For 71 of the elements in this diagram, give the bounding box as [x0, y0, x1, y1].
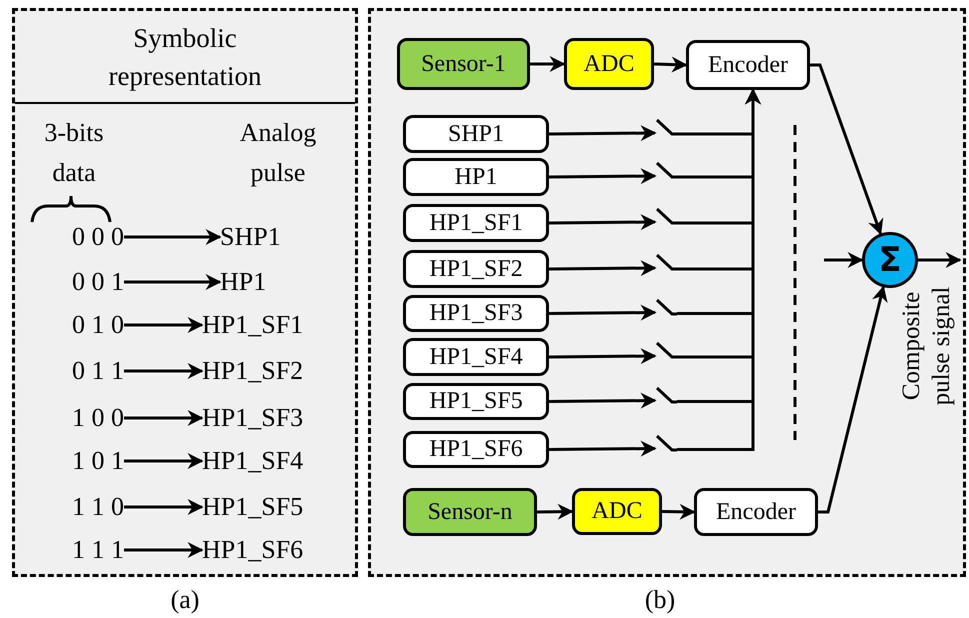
- switch-symbol: [655, 386, 677, 404]
- pulse-box: HP1_SF5: [403, 383, 549, 420]
- pulse-name: HP1_SF5: [202, 490, 304, 524]
- arrow: [124, 499, 204, 515]
- panel-caption: (a): [170, 584, 200, 616]
- arrow: [918, 252, 962, 268]
- arrow: [124, 363, 204, 379]
- arrow: [824, 252, 864, 268]
- arrow: [548, 304, 657, 321]
- arrow: [548, 125, 657, 142]
- arrow: [810, 64, 884, 236]
- arrow: [548, 260, 657, 276]
- arrow: [548, 392, 657, 409]
- dashed-panel: [12, 8, 358, 577]
- pulse-name: HP1_SF3: [202, 401, 304, 435]
- arrow: [124, 542, 204, 558]
- switch-symbol: [655, 298, 677, 316]
- arrow: [548, 214, 657, 230]
- panel-caption: (b): [644, 584, 676, 616]
- arrow: [536, 504, 574, 520]
- switch-symbol: [655, 161, 677, 179]
- bit-code: 1 0 0: [72, 401, 124, 435]
- arrow: [124, 317, 204, 333]
- pulse-box: HP1_SF2: [403, 250, 549, 288]
- arrow: [124, 274, 222, 290]
- arrow: [662, 504, 696, 520]
- pulse-name: HP1_SF6: [202, 533, 304, 567]
- sensor-box: Sensor-n: [403, 488, 537, 536]
- pulse-box: SHP1: [403, 115, 549, 153]
- switch-symbol: [655, 118, 677, 136]
- pulse-name: HP1: [220, 265, 266, 299]
- pulse-name: HP1_SF1: [202, 308, 304, 342]
- arrow: [548, 348, 657, 364]
- pulse-name: SHP1: [220, 220, 281, 254]
- pulse-box: HP1_SF3: [403, 295, 549, 332]
- arrow: [530, 56, 566, 72]
- bit-code: 0 1 1: [72, 354, 124, 388]
- bit-code: 0 0 0: [72, 220, 124, 254]
- column-heading: Analog pulse: [238, 117, 318, 189]
- pulse-box: HP1_SF4: [403, 338, 549, 376]
- adc-box: ADC: [564, 38, 654, 90]
- arrow: [124, 410, 204, 426]
- output-label: Composite pulse signal: [897, 286, 956, 408]
- panel-heading: Symbolic representation: [15, 11, 355, 104]
- pulse-box: HP1_SF1: [403, 204, 549, 242]
- sensor-box: Sensor-1: [397, 38, 530, 90]
- pulse-box: HP1_SF6: [403, 431, 549, 468]
- switch-symbol: [655, 341, 677, 359]
- switch-symbol: [655, 434, 677, 452]
- summing-junction: Σ: [862, 232, 918, 288]
- bit-code: 1 1 1: [72, 533, 124, 567]
- pulse-box: HP1: [403, 158, 549, 196]
- bit-code: 1 1 0: [72, 490, 124, 524]
- pulse-name: HP1_SF4: [202, 444, 304, 478]
- switch-symbol: [655, 253, 677, 271]
- arrow: [124, 229, 222, 245]
- arrow: [548, 168, 657, 184]
- dashed-panel: [368, 8, 966, 577]
- bit-code: 1 0 1: [72, 444, 124, 478]
- arrow: [818, 286, 888, 514]
- pulse-name: HP1_SF2: [202, 354, 304, 388]
- arrow: [548, 440, 657, 457]
- adc-box: ADC: [572, 488, 662, 535]
- bit-code: 0 0 1: [72, 265, 124, 299]
- bit-code: 0 1 0: [72, 308, 124, 342]
- arrow: [654, 56, 688, 73]
- encoder-box: Encoder: [694, 488, 818, 536]
- arrow: [124, 453, 204, 469]
- switch-symbol: [655, 207, 677, 225]
- column-heading: 3-bits data: [43, 117, 105, 189]
- encoder-box: Encoder: [686, 40, 810, 90]
